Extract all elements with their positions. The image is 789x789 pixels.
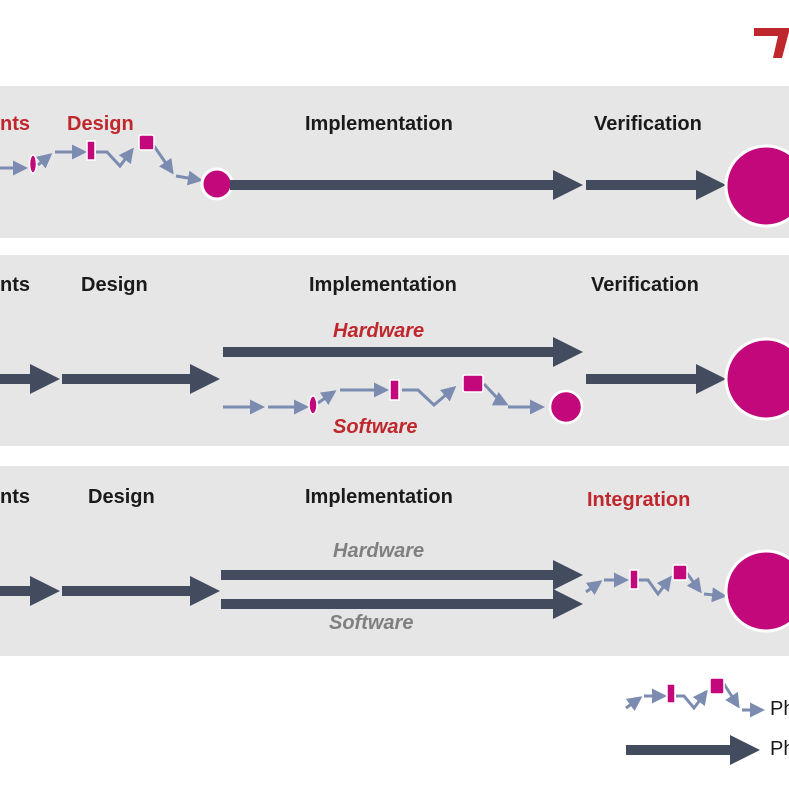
row3-square-milestone (672, 564, 688, 581)
row1-verification-arrow (586, 170, 726, 200)
row1-implementation-arrow (230, 170, 583, 200)
row1-bar-milestone (86, 140, 96, 161)
row2-square-milestone (462, 374, 484, 393)
row1-final-milestone (724, 144, 789, 228)
row3-hardware-label: Hardware (333, 540, 425, 562)
row3-design-label: Design (88, 486, 155, 508)
row1-square-milestone (138, 134, 155, 151)
row2-requirements-arrow (0, 364, 60, 394)
row3-integration-iterative-path (585, 571, 727, 603)
row2-requirements-label: nts (0, 274, 30, 296)
row2-implementation-label: Implementation (309, 274, 457, 296)
legend-linear-arrow-icon (626, 735, 760, 765)
row2-software-label: Software (333, 416, 418, 438)
row2-final-milestone (724, 337, 789, 421)
row3-final-milestone (724, 549, 789, 633)
row3-software-arrow (221, 589, 583, 619)
row3-requirements-arrow (0, 576, 60, 606)
row3-design-arrow (62, 576, 220, 606)
row1-design-label: Design (67, 113, 134, 135)
row3-software-label: Software (329, 612, 414, 634)
row2-software-iterative-path (223, 382, 545, 415)
legend-linear-label: Ph (770, 738, 789, 760)
phase-band-integration (0, 466, 789, 656)
row2-software-end-milestone (548, 389, 584, 425)
row1-implementation-label: Implementation (305, 113, 453, 135)
row3-implementation-label: Implementation (305, 486, 453, 508)
row1-ellipse-milestone (28, 154, 38, 174)
brand-logo-icon (754, 28, 789, 58)
row2-design-label: Design (81, 274, 148, 296)
legend-iterative-label: Ph (770, 698, 789, 720)
row2-verification-label: Verification (591, 274, 699, 296)
row3-requirements-label: nts (0, 486, 30, 508)
row2-ellipse-milestone (308, 395, 318, 415)
legend-iterative-path-icon (625, 677, 765, 718)
row1-iterative-path (0, 144, 203, 186)
row2-design-arrow (62, 364, 220, 394)
row2-hardware-arrow (223, 337, 583, 367)
row1-requirements-label: nts (0, 113, 30, 135)
row3-integration-label: Integration (587, 489, 691, 511)
row3-bar-milestone (629, 569, 639, 590)
row1-design-end-milestone (200, 167, 234, 201)
row2-verification-arrow (586, 364, 726, 394)
row2-bar-milestone (389, 379, 400, 401)
row3-hardware-arrow (221, 560, 583, 590)
row1-verification-label: Verification (594, 113, 702, 135)
row2-hardware-label: Hardware (333, 320, 425, 342)
